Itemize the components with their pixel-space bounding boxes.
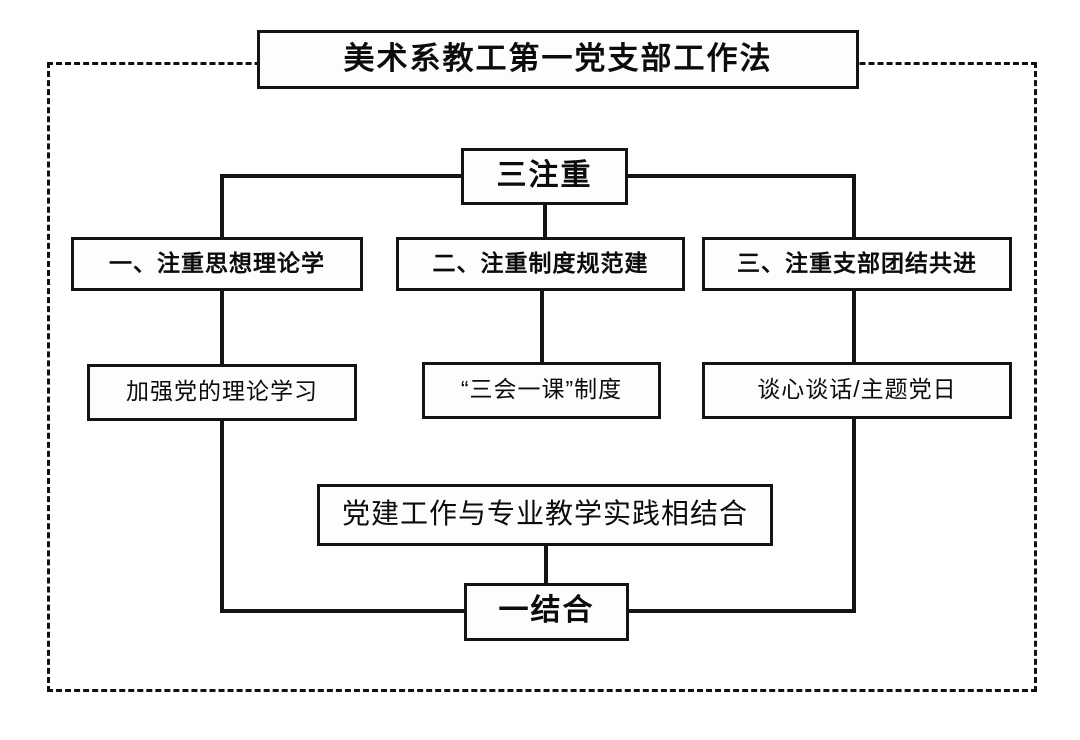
node-branch-2-child-label: “三会一课”制度 (460, 376, 623, 402)
connector-sanzhuzhong-to-branch1-horizontal (220, 174, 463, 178)
connector-right-rail-vertical (852, 419, 856, 613)
connector-right-rail-to-yijiehe (625, 609, 856, 613)
node-branch-3-label: 三、注重支部团结共进 (737, 249, 977, 276)
node-combine-label: 党建工作与专业教学实践相结合 (341, 498, 748, 529)
connector-sanzhuzhong-to-branch1-vertical (220, 174, 224, 240)
node-branch-3: 三、注重支部团结共进 (702, 237, 1012, 291)
node-branch-2-child: “三会一课”制度 (422, 362, 661, 419)
connector-sanzhuzhong-to-branch3-vertical (852, 174, 856, 240)
connector-combine-to-yijiehe (544, 544, 548, 585)
node-branch-2: 二、注重制度规范建 (396, 237, 685, 291)
node-combine: 党建工作与专业教学实践相结合 (317, 484, 773, 546)
node-branch-3-child-label: 谈心谈话/主题党日 (757, 376, 957, 402)
node-branch-1: 一、注重思想理论学 (71, 237, 363, 291)
diagram-title-box: 美术系教工第一党支部工作法 (257, 30, 859, 89)
node-branch-1-label: 一、注重思想理论学 (109, 249, 325, 276)
node-branch-1-child: 加强党的理论学习 (87, 364, 357, 421)
node-branch-1-child-label: 加强党的理论学习 (126, 378, 318, 404)
connector-branch2-to-sub2 (540, 289, 544, 364)
node-branch-2-label: 二、注重制度规范建 (432, 249, 649, 276)
diagram-title-text: 美术系教工第一党支部工作法 (343, 41, 773, 76)
node-yijiehe: 一结合 (464, 583, 629, 641)
connector-left-rail-vertical (220, 419, 224, 613)
node-branch-3-child: 谈心谈话/主题党日 (702, 362, 1012, 419)
connector-sanzhuzhong-to-branch2-vertical (543, 203, 547, 240)
node-sanzhuzhong-label: 三注重 (496, 158, 593, 192)
node-sanzhuzhong: 三注重 (461, 148, 628, 205)
connector-branch1-to-sub1 (220, 289, 224, 366)
connector-sanzhuzhong-to-branch3-horizontal (626, 174, 856, 178)
connector-left-rail-to-yijiehe (220, 609, 468, 613)
node-yijiehe-label: 一结合 (498, 594, 595, 627)
connector-branch3-to-sub3 (852, 289, 856, 364)
